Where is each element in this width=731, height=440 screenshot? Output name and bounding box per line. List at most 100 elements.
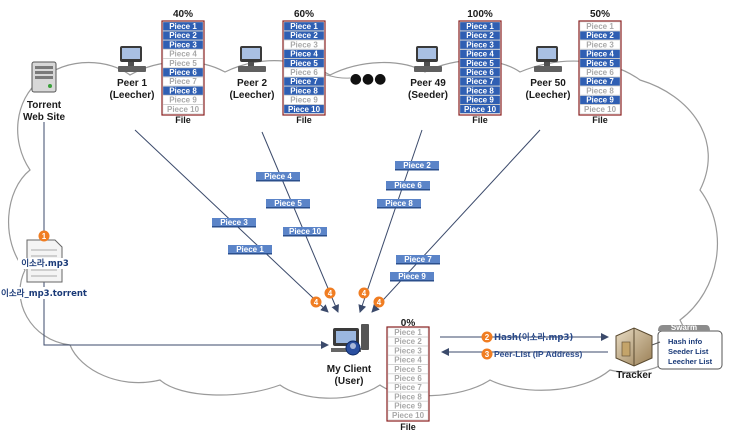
peer-4-piece-label-4: Piece 4 [586, 50, 614, 59]
peer-4-piece-5 [579, 58, 621, 68]
svg-text:Hash info: Hash info [668, 337, 703, 346]
client-piece-3 [387, 346, 429, 356]
svg-text:3: 3 [485, 350, 490, 359]
client-name: My Client [327, 364, 372, 375]
peer-1-piece-4 [162, 49, 204, 59]
flow-label: Piece 3 [220, 218, 248, 227]
peer-4-piece-label-9: Piece 9 [586, 96, 614, 105]
client-piece-label-1: Piece 1 [394, 328, 422, 337]
peer-3-piece-1 [459, 21, 501, 31]
peer-2-piece-9 [283, 95, 325, 105]
tracker[interactable]: Tracker [615, 327, 653, 381]
peer-1-piece-label-5: Piece 5 [169, 59, 197, 68]
svg-text:Hash(이소라.mp3): Hash(이소라.mp3) [494, 332, 573, 343]
peer-1-piece-label-3: Piece 3 [169, 40, 197, 49]
tracker-label: Tracker [616, 370, 652, 381]
computer-icon [414, 46, 442, 72]
peer-file-label: File [472, 115, 488, 125]
peer-2-piece-5 [283, 58, 325, 68]
peer-4-piece-6 [579, 67, 621, 77]
flow-label: Piece 9 [398, 272, 426, 281]
peer-1-piece-label-6: Piece 6 [169, 68, 197, 77]
torrent-website[interactable]: Torrent Web Site [23, 61, 65, 123]
flow-label: Piece 1 [236, 245, 264, 254]
peer-3-piece-label-7: Piece 7 [466, 77, 494, 86]
peer-1-piece-7 [162, 76, 204, 86]
peer-name: Peer 50 [530, 78, 566, 89]
flow-label: Piece 7 [404, 255, 432, 264]
peer-name: Peer 2 [237, 78, 267, 89]
peer-4-piece-1 [579, 21, 621, 31]
peer-role: (Leecher) [229, 90, 274, 101]
peer-4-piece-8 [579, 86, 621, 96]
peer-2-piece-7 [283, 76, 325, 86]
more-peers-ellipsis: ●●● [350, 71, 387, 87]
peer-3-piece-label-1: Piece 1 [466, 22, 494, 31]
peer-4-piece-label-6: Piece 6 [586, 68, 614, 77]
peer-1-piece-label-1: Piece 1 [169, 22, 197, 31]
client-role: (User) [335, 376, 364, 387]
client-piece-9 [387, 401, 429, 411]
peer-3-piece-label-9: Piece 9 [466, 96, 494, 105]
peer-4-piece-label-7: Piece 7 [586, 77, 614, 86]
flow-label: Piece 8 [385, 199, 413, 208]
peer-2-piece-label-8: Piece 8 [290, 86, 318, 95]
peer-3-piece-2 [459, 31, 501, 41]
svg-text:Peer-List (IP Address): Peer-List (IP Address) [494, 349, 583, 359]
torrent-file[interactable]: 1 이소라.mp3 이소라_mp3.torrent [1, 230, 87, 300]
peer-percent: 60% [294, 9, 314, 20]
client-piece-6 [387, 373, 429, 383]
peer-1-piece-5 [162, 58, 204, 68]
peer-4-piece-4 [579, 49, 621, 59]
tracker-server-icon [615, 327, 653, 367]
peer-role: (Leecher) [109, 90, 154, 101]
torrent-site-label-1: Torrent [27, 100, 62, 111]
client-piece-label-2: Piece 2 [394, 337, 422, 346]
server-icon [31, 61, 57, 93]
computer-icon [118, 46, 146, 72]
client-piece-label-10: Piece 10 [392, 411, 425, 420]
peer-percent: 40% [173, 9, 193, 20]
step-4-badges: 4 4 4 4 [310, 287, 385, 308]
peer-4-piece-label-2: Piece 2 [586, 31, 614, 40]
peer-role: (Leecher) [525, 90, 570, 101]
svg-text:4: 4 [328, 289, 333, 298]
peer-4-piece-2 [579, 31, 621, 41]
svg-text:Swarm: Swarm [671, 323, 697, 332]
my-client[interactable]: My Client (User) [327, 324, 372, 387]
flow-peer50-2: Piece 9 [390, 272, 434, 282]
client-percent: 0% [401, 318, 416, 329]
flow-label: Piece 10 [289, 227, 322, 236]
peer-1-piece-label-10: Piece 10 [167, 105, 200, 114]
peer-2-piece-label-1: Piece 1 [290, 22, 318, 31]
peer-percent: 100% [467, 9, 493, 20]
flow-peer2-3: Piece 10 [283, 227, 327, 237]
peer-1-piece-label-8: Piece 8 [169, 86, 197, 95]
peer-2-piece-label-3: Piece 3 [290, 40, 318, 49]
peer-1-piece-10 [162, 104, 204, 114]
peer-name: Peer 1 [117, 78, 147, 89]
peer-4-piece-7 [579, 76, 621, 86]
peer-2-piece-4 [283, 49, 325, 59]
peer-3-piece-9 [459, 95, 501, 105]
flow-peer1-1: Piece 3 [212, 218, 256, 228]
peer-4-piece-label-5: Piece 5 [586, 59, 614, 68]
peer-4-piece-3 [579, 40, 621, 50]
svg-text:4: 4 [362, 289, 367, 298]
peer-3-piece-4 [459, 49, 501, 59]
peer-2-piece-label-2: Piece 2 [290, 31, 318, 40]
torrent-filename: 이소라_mp3.torrent [1, 288, 87, 299]
peer-3-piece-label-8: Piece 8 [466, 86, 494, 95]
peer-2-piece-3 [283, 40, 325, 50]
flow-label: Piece 5 [274, 199, 302, 208]
svg-text:Seeder List: Seeder List [668, 347, 709, 356]
peer-2-piece-8 [283, 86, 325, 96]
peer-2-piece-2 [283, 31, 325, 41]
peer-2-piece-label-10: Piece 10 [288, 105, 321, 114]
peer-3-piece-label-2: Piece 2 [466, 31, 494, 40]
peer-2-piece-label-5: Piece 5 [290, 59, 318, 68]
